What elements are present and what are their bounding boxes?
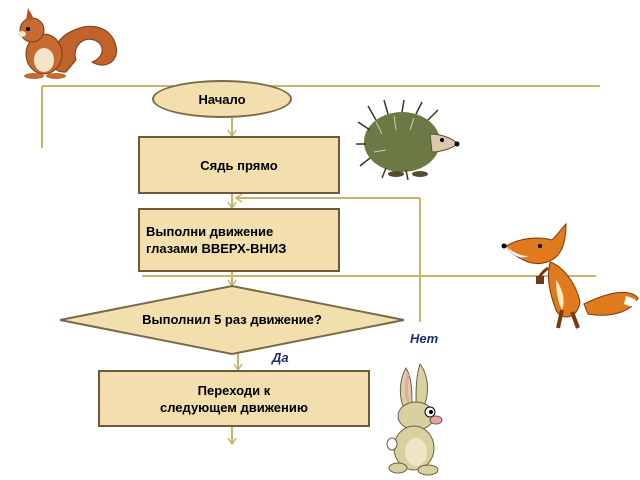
decision-label: Выполнил 5 раз движение? [142, 312, 322, 327]
step2-box: Выполни движение глазами ВВЕРХ-ВНИЗ [138, 208, 340, 272]
step3-label-line1: Переходи к [197, 382, 271, 398]
step3-box: Переходи к следующем движению [98, 370, 370, 427]
decision-diamond [59, 284, 405, 356]
start-label: Начало [198, 91, 246, 107]
arrowhead-loop [234, 193, 243, 203]
step2-label-line1: Выполни движение [146, 224, 274, 239]
yes-label: Да [272, 350, 289, 365]
hedgehog-icon [356, 100, 460, 180]
step3-label-line2: следующем движению [159, 399, 308, 415]
squirrel-icon [18, 8, 118, 79]
rabbit-icon [386, 362, 443, 476]
arrowhead-end [227, 437, 237, 446]
no-label: Нет [410, 331, 439, 346]
fox-icon [501, 222, 639, 329]
start-terminal: Начало [152, 80, 292, 118]
step1-box: Сядь прямо [138, 136, 340, 194]
step1-label: Сядь прямо [200, 157, 278, 173]
step2-label-line2: глазами ВВЕРХ-ВНИЗ [146, 241, 287, 256]
